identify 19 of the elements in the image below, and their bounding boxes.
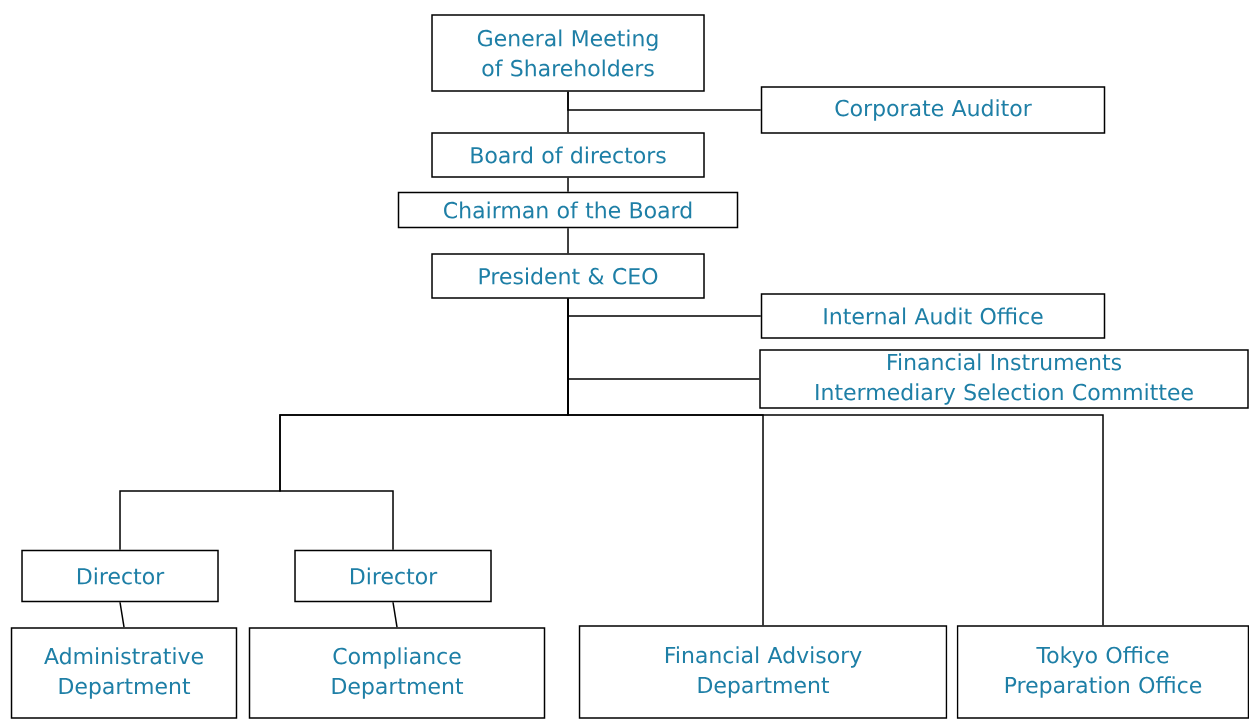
org-box: Director — [21, 549, 219, 603]
org-box: Chairman of the Board — [397, 191, 739, 229]
connector-line — [567, 91, 762, 111]
connector-line — [567, 177, 569, 193]
org-box: Financial Advisory Department — [578, 625, 948, 719]
org-box: Compliance Department — [248, 627, 546, 719]
org-box: Corporate Auditor — [760, 86, 1106, 134]
org-box: Board of directors — [431, 132, 705, 178]
connector-line — [567, 298, 1104, 626]
org-box: Administrative Department — [10, 627, 238, 719]
connector-line — [392, 601, 398, 628]
connector-line — [119, 601, 125, 628]
org-box: Financial Instruments Intermediary Selection Committee — [759, 349, 1249, 409]
connector-line — [567, 227, 569, 254]
org-box: Tokyo Office Preparation Office — [956, 625, 1249, 719]
org-box: General Meeting of Shareholders — [431, 14, 705, 92]
org-box: Director — [294, 549, 492, 603]
org-box: Internal Audit Office — [760, 293, 1106, 339]
org-box: President & CEO — [431, 253, 705, 299]
